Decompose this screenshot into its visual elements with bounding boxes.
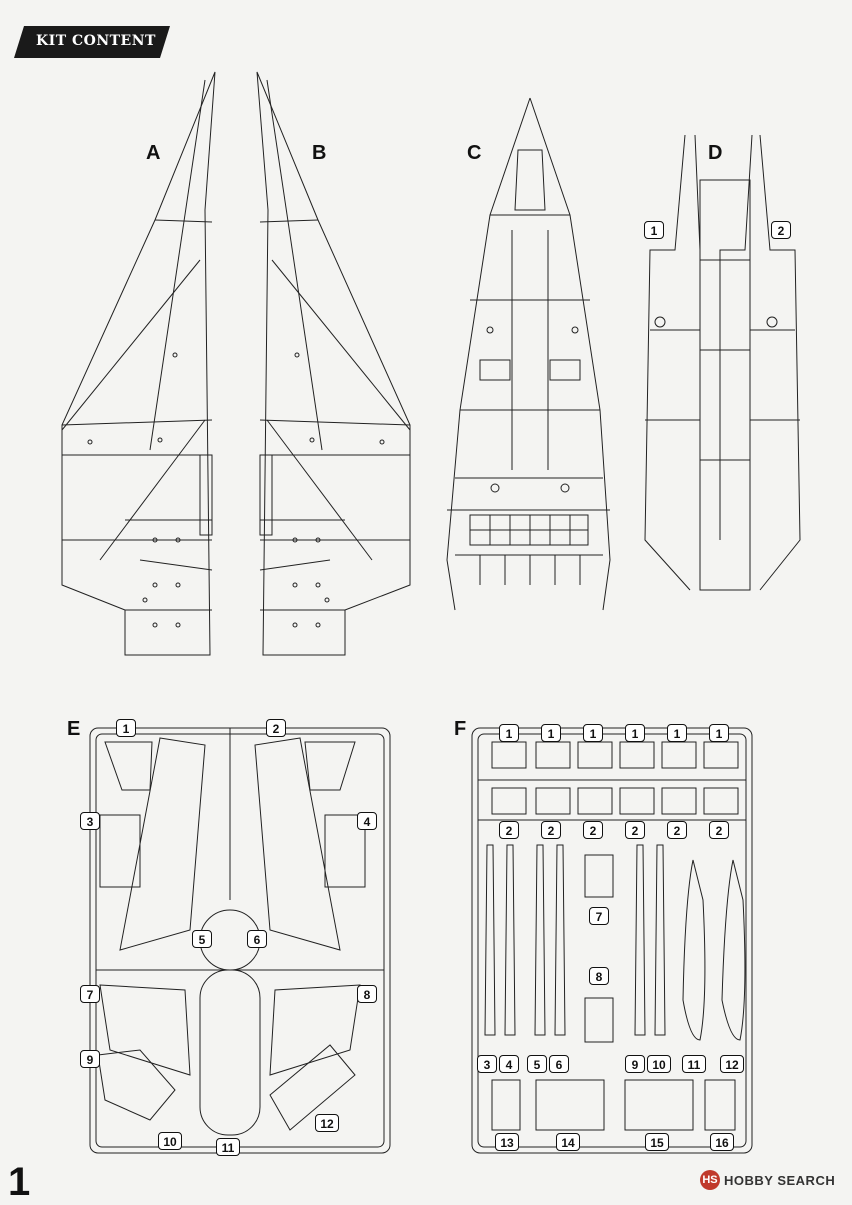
part-number-f11: 11: [682, 1055, 706, 1073]
part-number-f2-a: 2: [499, 821, 519, 839]
part-number-f9: 9: [625, 1055, 645, 1073]
sprue-label-f: F: [454, 718, 467, 740]
part-number-f1-e: 1: [667, 724, 687, 742]
sprue-label-c: C: [467, 142, 482, 164]
watermark-text: HOBBY SEARCH: [724, 1172, 836, 1188]
part-number-d2: 2: [771, 221, 791, 239]
watermark: HS HOBBY SEARCH: [700, 1170, 835, 1190]
part-number-e5: 5: [192, 930, 212, 948]
sprue-label-e: E: [67, 718, 81, 740]
part-number-f2-f: 2: [709, 821, 729, 839]
part-number-f1-c: 1: [583, 724, 603, 742]
part-number-f8: 8: [589, 967, 609, 985]
sprue-label-d: D: [708, 142, 723, 164]
part-number-e3: 3: [80, 812, 100, 830]
sprue-label-b: B: [312, 142, 327, 164]
part-number-e4: 4: [357, 812, 377, 830]
part-number-e11: 11: [216, 1138, 240, 1156]
banner-title: KIT CONTENT: [36, 33, 156, 49]
part-number-f6: 6: [549, 1055, 569, 1073]
part-number-e9: 9: [80, 1050, 100, 1068]
part-number-f2-c: 2: [583, 821, 603, 839]
part-number-f1-b: 1: [541, 724, 561, 742]
sprue-e-frame: [89, 727, 391, 1154]
part-number-f10: 10: [647, 1055, 671, 1073]
sprue-label-a: A: [146, 142, 161, 164]
part-number-f15: 15: [645, 1133, 669, 1151]
page-number: 1: [8, 1160, 31, 1204]
part-number-e12: 12: [315, 1114, 339, 1132]
part-c-outline: [446, 97, 611, 611]
part-number-d1: 1: [644, 221, 664, 239]
part-number-e7: 7: [80, 985, 100, 1003]
part-d-outline: [644, 134, 801, 591]
part-number-f2-e: 2: [667, 821, 687, 839]
part-number-f1-f: 1: [709, 724, 729, 742]
part-number-f1-d: 1: [625, 724, 645, 742]
kit-content-banner: KIT CONTENT: [14, 26, 170, 58]
part-number-f4: 4: [499, 1055, 519, 1073]
part-number-e2: 2: [266, 719, 286, 737]
part-b-outline: [256, 71, 411, 656]
part-number-f2-b: 2: [541, 821, 561, 839]
part-number-e1: 1: [116, 719, 136, 737]
part-number-f5: 5: [527, 1055, 547, 1073]
part-number-f2-d: 2: [625, 821, 645, 839]
sprue-f-frame: [471, 727, 753, 1154]
part-number-e10: 10: [158, 1132, 182, 1150]
part-number-f3: 3: [477, 1055, 497, 1073]
part-number-f14: 14: [556, 1133, 580, 1151]
part-number-e8: 8: [357, 985, 377, 1003]
hobby-search-logo-icon: HS: [700, 1170, 720, 1190]
part-number-f13: 13: [495, 1133, 519, 1151]
part-number-f16: 16: [710, 1133, 734, 1151]
part-a-outline: [61, 71, 216, 656]
part-number-e6: 6: [247, 930, 267, 948]
part-number-f1-a: 1: [499, 724, 519, 742]
part-number-f12: 12: [720, 1055, 744, 1073]
part-number-f7: 7: [589, 907, 609, 925]
